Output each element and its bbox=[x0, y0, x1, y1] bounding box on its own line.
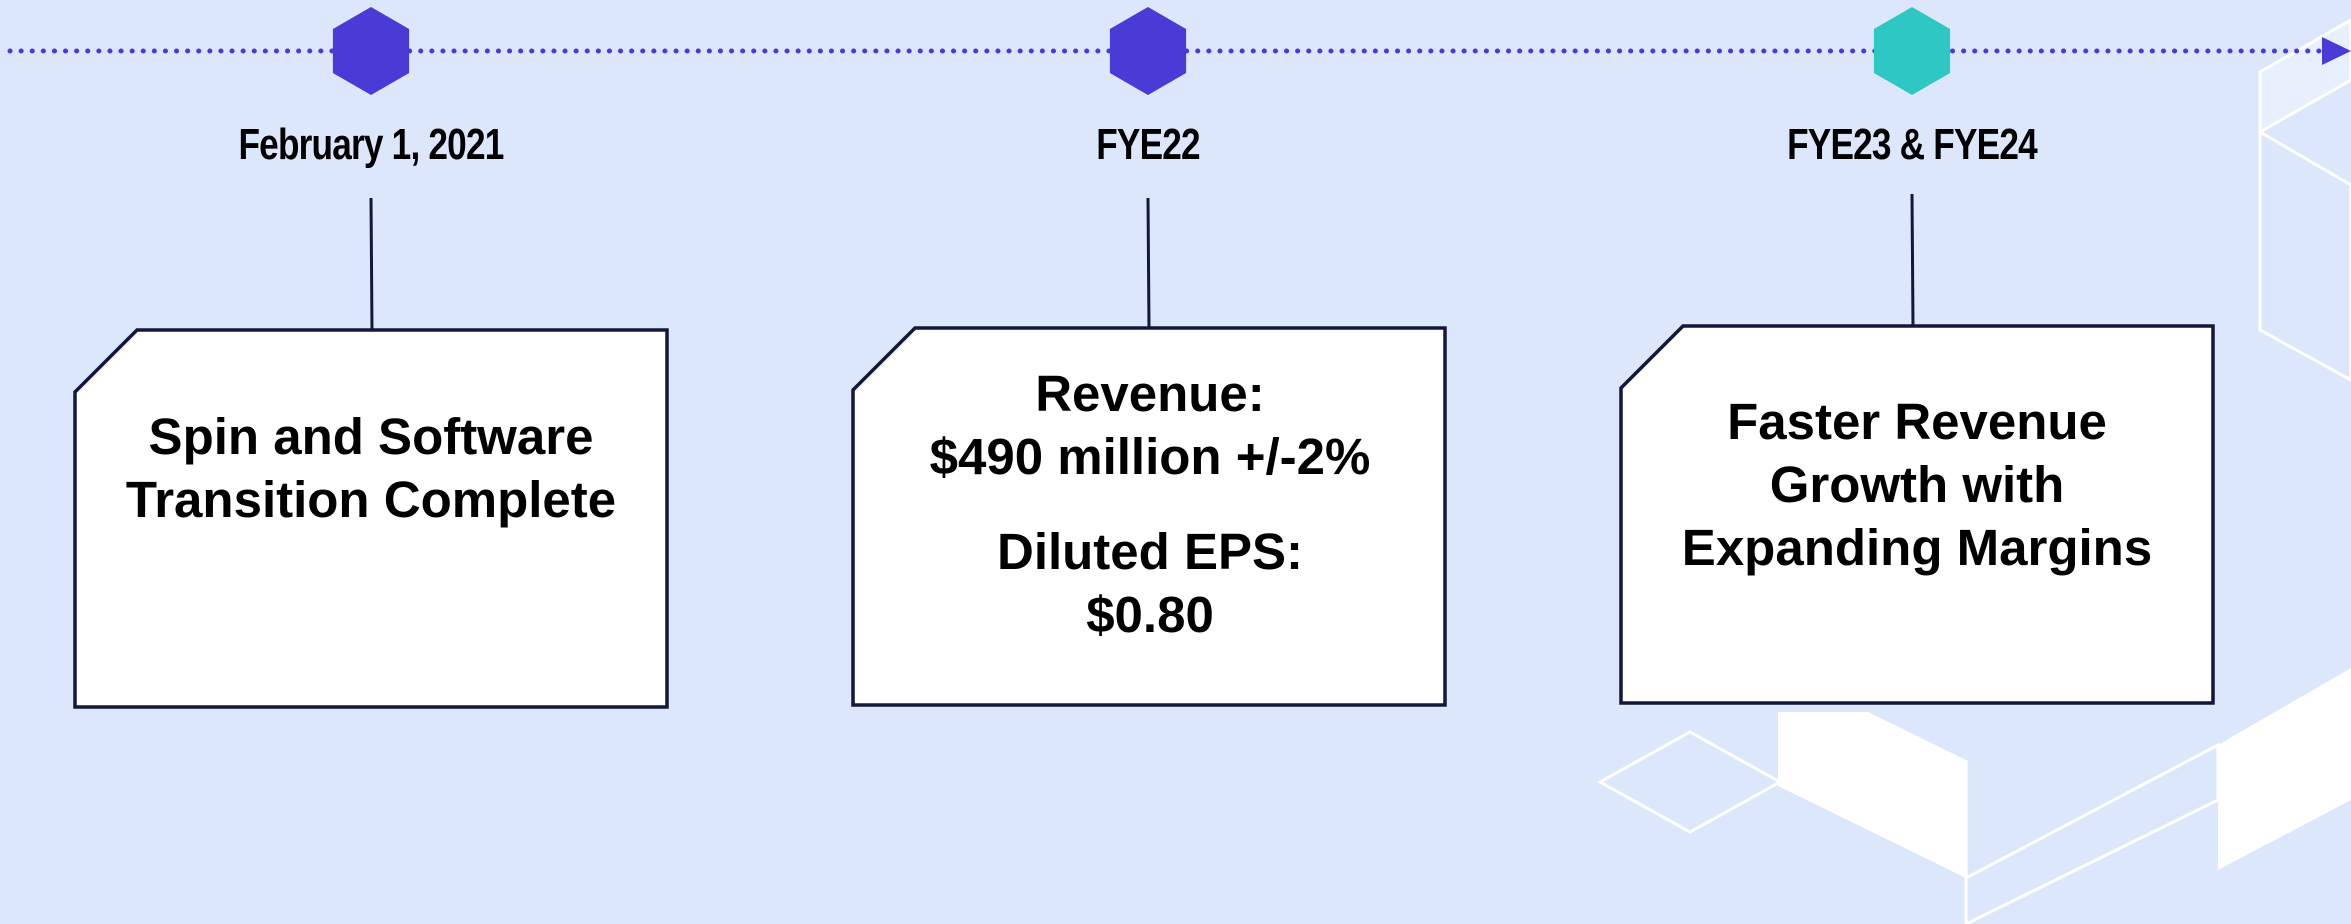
milestone-connector-line bbox=[1910, 193, 1915, 327]
milestone-hexagon-marker bbox=[1873, 7, 1951, 95]
text-line: Expanding Margins bbox=[1681, 519, 2153, 576]
text-line: Faster Revenue bbox=[1727, 393, 2107, 450]
cube-solid-left bbox=[1778, 712, 1966, 878]
text-line: $490 million +/-2% bbox=[929, 428, 1371, 485]
milestone-description: Faster Revenue Growth with Expanding Mar… bbox=[1622, 390, 2212, 579]
cube-outline-top bbox=[2258, 18, 2351, 135]
text-line-spacer bbox=[855, 488, 1445, 520]
milestone-description: Spin and Software Transition Complete bbox=[80, 405, 662, 531]
milestone-date-label: FYE22 bbox=[1096, 120, 1200, 169]
milestone-hexagon-marker bbox=[332, 7, 410, 95]
text-line: $0.80 bbox=[1086, 586, 1214, 643]
milestone-date-label: February 1, 2021 bbox=[238, 120, 504, 169]
text-line: Growth with bbox=[1769, 456, 2065, 513]
cube-outline-side bbox=[2258, 129, 2351, 382]
text-line: Spin and Software bbox=[148, 408, 594, 465]
milestone-card bbox=[73, 328, 669, 709]
text-line: Transition Complete bbox=[125, 471, 617, 528]
text-line: Diluted EPS: bbox=[996, 523, 1304, 580]
cube-outline-bottom bbox=[1964, 742, 2220, 924]
text-line: Revenue: bbox=[1035, 365, 1265, 422]
diamond-outline bbox=[1596, 730, 1784, 834]
timeline-arrow-head bbox=[2322, 37, 2351, 65]
milestone-connector-line bbox=[369, 197, 374, 331]
milestone-connector-line bbox=[1146, 197, 1151, 329]
milestone-date-label: FYE23 & FYE24 bbox=[1787, 120, 2038, 169]
milestone-hexagon-marker bbox=[1109, 7, 1187, 95]
milestone-card bbox=[1619, 324, 2215, 705]
cube-solid-right bbox=[2218, 668, 2351, 870]
milestone-description: Revenue: $490 million +/-2% Diluted EPS:… bbox=[855, 362, 1445, 646]
milestone-card bbox=[851, 326, 1447, 707]
